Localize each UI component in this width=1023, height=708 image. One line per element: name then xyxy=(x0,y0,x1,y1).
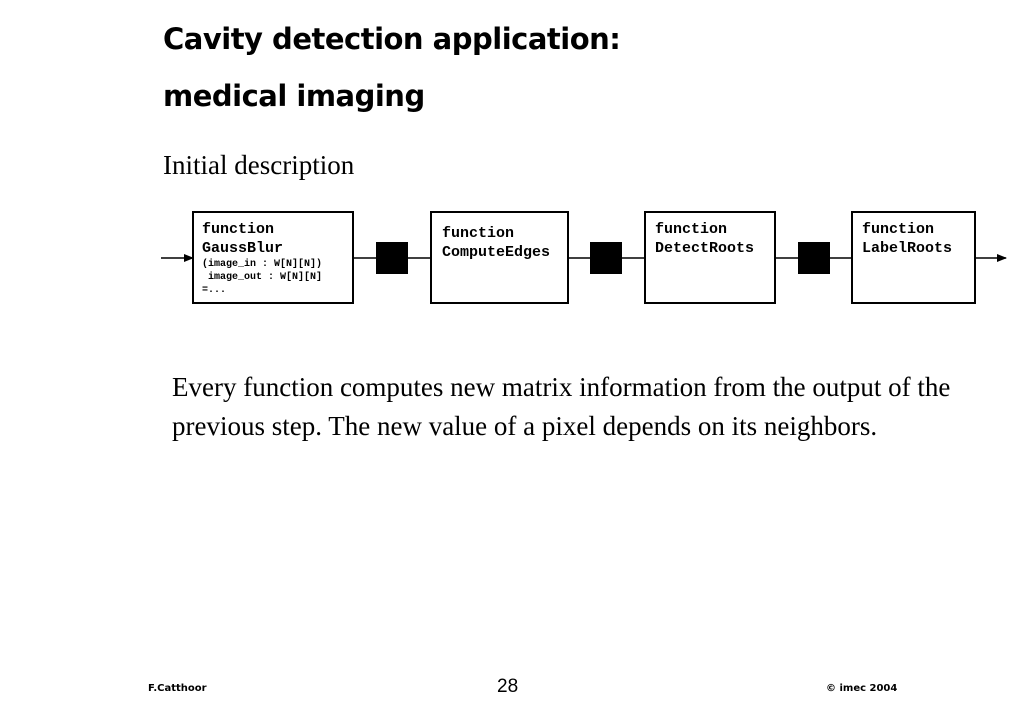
buffer-block-3 xyxy=(798,242,830,274)
function-signature-line: =... xyxy=(202,285,227,296)
function-signature-line: (image_in : W[N][N]) xyxy=(202,259,323,270)
function-name: DetectRoots xyxy=(655,240,755,257)
function-name: LabelRoots xyxy=(862,240,953,257)
function-keyword: function xyxy=(655,221,728,238)
buffer-block-2 xyxy=(590,242,622,274)
footer-page-number: 28 xyxy=(497,676,519,697)
function-box-detectroots: function DetectRoots xyxy=(644,211,776,304)
function-box-gaussblur: function GaussBlur (image_in : W[N][N]) … xyxy=(192,211,354,304)
function-name: GaussBlur xyxy=(202,240,284,257)
function-box-labelroots: function LabelRoots xyxy=(851,211,976,304)
function-keyword: function xyxy=(862,221,935,238)
function-signature-line: image_out : W[N][N] xyxy=(202,272,323,283)
footer-author: F.Catthoor xyxy=(148,683,207,694)
function-keyword: function xyxy=(442,225,515,242)
function-keyword: function xyxy=(202,221,275,238)
slide-title-line1: Cavity detection application: xyxy=(163,22,621,56)
function-box-computeedges: function ComputeEdges xyxy=(430,211,569,304)
slide-title-line2: medical imaging xyxy=(163,79,425,113)
slide-subtitle: Initial description xyxy=(163,150,355,180)
footer-copyright: © imec 2004 xyxy=(826,683,898,694)
function-name: ComputeEdges xyxy=(442,244,551,261)
body-paragraph: Every function computes new matrix infor… xyxy=(172,372,951,441)
buffer-block-1 xyxy=(376,242,408,274)
